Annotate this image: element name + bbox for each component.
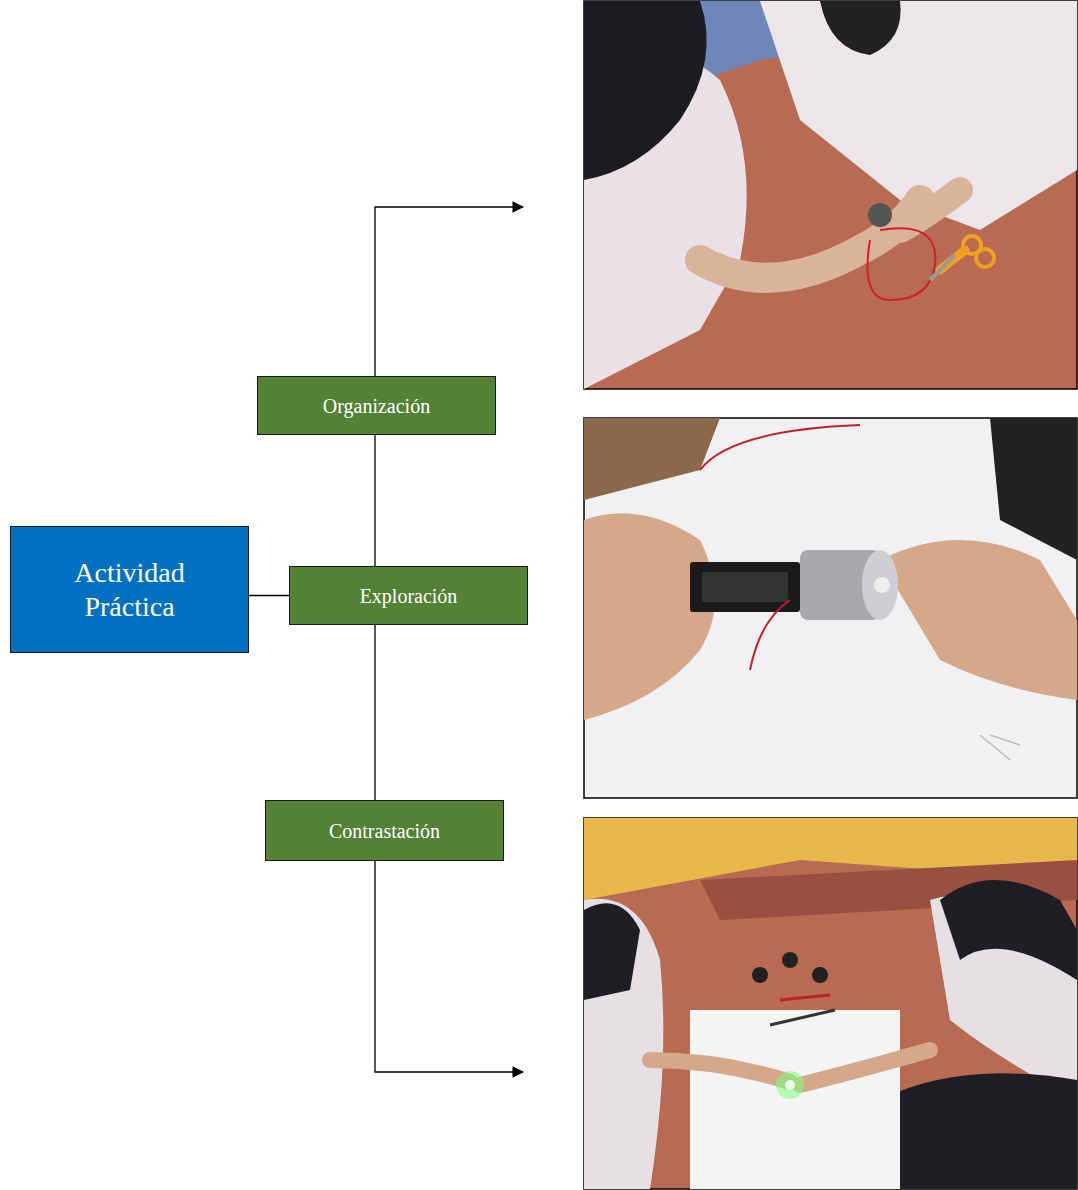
phase-box: Exploración xyxy=(289,566,528,625)
activity-box: Actividad Práctica xyxy=(10,526,249,653)
leader-arrow xyxy=(375,861,523,1072)
connector-line xyxy=(374,435,375,566)
node-label: Organización xyxy=(323,394,430,418)
node-label: Actividad Práctica xyxy=(45,556,215,623)
photo-exploration xyxy=(584,418,1077,798)
node-label: Contrastación xyxy=(329,819,440,843)
phase-box: Organización xyxy=(257,376,496,435)
photo-contrast xyxy=(584,818,1077,1189)
node-label: Exploración xyxy=(360,584,458,608)
connector-line xyxy=(249,595,289,596)
photo-organization xyxy=(584,1,1077,389)
leader-arrow xyxy=(375,207,523,376)
connector-line xyxy=(374,625,375,800)
phase-box: Contrastación xyxy=(265,800,504,861)
